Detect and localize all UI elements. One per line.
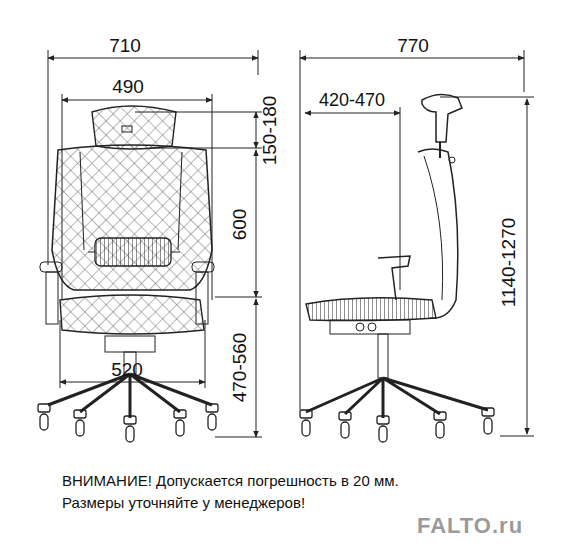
dimension-value: 1140-1270: [500, 217, 521, 306]
dimension-value: 600: [231, 208, 252, 240]
dimension-value: 770: [397, 36, 429, 57]
dimension-value: 710: [109, 36, 141, 57]
warning-note: ВНИМАНИЕ! Допускается погрешность в 20 м…: [62, 473, 399, 490]
dimension-value: 420-470: [319, 91, 385, 111]
dimension-value: 470-560: [231, 332, 252, 402]
dimension-value: 490: [112, 77, 144, 98]
warning-note: Размеры уточняйте у менеджеров!: [62, 495, 305, 512]
watermark: FALTO.ru: [417, 514, 523, 538]
dimension-value: 520: [111, 360, 143, 381]
dimension-value: 150-180: [261, 95, 282, 165]
